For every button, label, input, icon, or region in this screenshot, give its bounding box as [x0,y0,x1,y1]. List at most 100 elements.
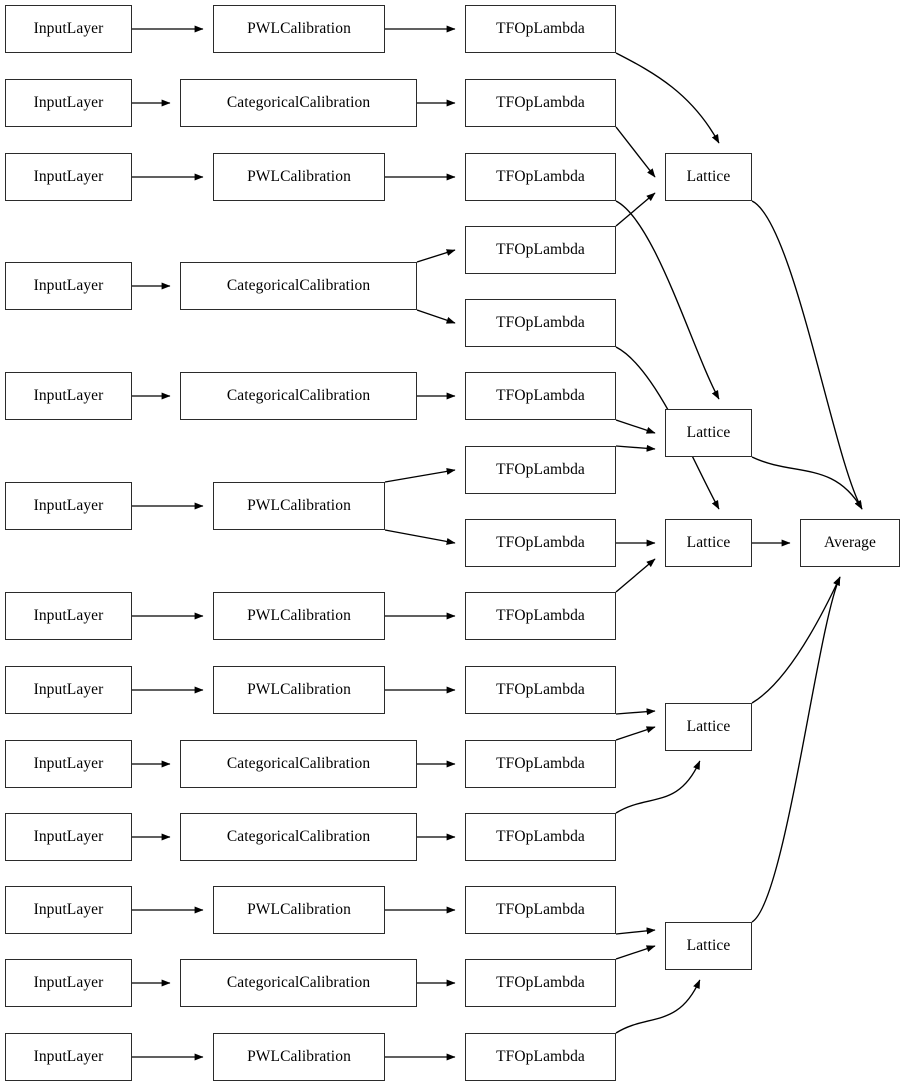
graph-edge-op2-to-lat1 [615,126,656,178]
graph-edge-op13-to-lat5 [615,927,656,935]
graph-node-in11[interactable]: InputLayer [5,886,132,934]
graph-node-label: TFOpLambda [496,20,585,38]
graph-node-cal10[interactable]: CategoricalCalibration [180,813,417,861]
graph-node-lat5[interactable]: Lattice [665,922,752,970]
graph-node-cal4[interactable]: CategoricalCalibration [180,262,417,310]
graph-node-cal7[interactable]: PWLCalibration [213,592,385,640]
graph-node-label: CategoricalCalibration [226,974,371,992]
graph-edge-op11-to-lat4 [615,726,656,741]
graph-node-op9[interactable]: TFOpLambda [465,592,616,640]
graph-node-label: Average [823,534,877,552]
graph-node-cal1[interactable]: PWLCalibration [213,5,385,53]
graph-node-cal9[interactable]: CategoricalCalibration [180,740,417,788]
graph-node-label: TFOpLambda [496,901,585,919]
graph-node-op4[interactable]: TFOpLambda [465,226,616,274]
graph-edge-cal6-to-op7 [384,467,456,483]
graph-node-label: PWLCalibration [247,20,351,38]
graph-node-in2[interactable]: InputLayer [5,79,132,127]
graph-node-label: TFOpLambda [496,681,585,699]
graph-node-label: PWLCalibration [247,168,351,186]
graph-node-op11[interactable]: TFOpLambda [465,740,616,788]
graph-node-label: Lattice [686,168,731,186]
graph-node-label: Lattice [686,424,731,442]
graph-node-op2[interactable]: TFOpLambda [465,79,616,127]
graph-node-in5[interactable]: InputLayer [5,372,132,420]
graph-node-op7[interactable]: TFOpLambda [465,446,616,494]
graph-node-op15[interactable]: TFOpLambda [465,1033,616,1081]
graph-node-label: InputLayer [33,607,104,625]
graph-edge-op6-to-lat2 [615,419,656,434]
graph-edge-op10-to-lat4 [615,708,656,716]
graph-node-label: TFOpLambda [496,607,585,625]
graph-node-label: InputLayer [33,497,104,515]
graph-node-label: TFOpLambda [496,241,585,259]
graph-node-cal13[interactable]: PWLCalibration [213,1033,385,1081]
graph-node-label: TFOpLambda [496,755,585,773]
graph-node-cal5[interactable]: CategoricalCalibration [180,372,417,420]
graph-node-label: CategoricalCalibration [226,94,371,112]
graph-node-label: InputLayer [33,828,104,846]
graph-edge-op1-to-lat1 [615,52,720,144]
graph-node-op1[interactable]: TFOpLambda [465,5,616,53]
graph-node-op14[interactable]: TFOpLambda [465,959,616,1007]
graph-node-label: Lattice [686,937,731,955]
graph-node-cal11[interactable]: PWLCalibration [213,886,385,934]
graph-node-op6[interactable]: TFOpLambda [465,372,616,420]
graph-node-op3[interactable]: TFOpLambda [465,153,616,201]
graph-node-label: InputLayer [33,387,104,405]
graph-node-cal3[interactable]: PWLCalibration [213,153,385,201]
graph-edge-lat1-to-avg [751,200,863,510]
graph-node-op12[interactable]: TFOpLambda [465,813,616,861]
graph-node-in13[interactable]: InputLayer [5,1033,132,1081]
graph-edge-lat5-to-avg [751,576,841,923]
graph-node-label: PWLCalibration [247,607,351,625]
graph-node-op5[interactable]: TFOpLambda [465,299,616,347]
graph-node-lat4[interactable]: Lattice [665,703,752,751]
graph-node-label: TFOpLambda [496,828,585,846]
graph-node-avg[interactable]: Average [800,519,900,567]
graph-node-lat1[interactable]: Lattice [665,153,752,201]
graph-node-label: CategoricalCalibration [226,828,371,846]
graph-node-lat3[interactable]: Lattice [665,519,752,567]
graph-node-op10[interactable]: TFOpLambda [465,666,616,714]
graph-edge-lat2-to-avg [751,456,863,510]
graph-node-label: TFOpLambda [496,534,585,552]
graph-node-label: PWLCalibration [247,1048,351,1066]
graph-node-op13[interactable]: TFOpLambda [465,886,616,934]
graph-node-label: CategoricalCalibration [226,387,371,405]
graph-node-in10[interactable]: InputLayer [5,813,132,861]
graph-node-label: InputLayer [33,168,104,186]
graph-node-in8[interactable]: InputLayer [5,666,132,714]
graph-node-in1[interactable]: InputLayer [5,5,132,53]
graph-node-in3[interactable]: InputLayer [5,153,132,201]
graph-node-label: PWLCalibration [247,681,351,699]
graph-node-label: TFOpLambda [496,94,585,112]
graph-edge-lat4-to-avg [751,576,841,704]
graph-node-cal6[interactable]: PWLCalibration [213,482,385,530]
graph-edge-op9-to-lat3 [615,558,656,593]
graph-node-cal12[interactable]: CategoricalCalibration [180,959,417,1007]
graph-node-cal2[interactable]: CategoricalCalibration [180,79,417,127]
graph-node-in12[interactable]: InputLayer [5,959,132,1007]
graph-node-in6[interactable]: InputLayer [5,482,132,530]
graph-node-label: InputLayer [33,755,104,773]
graph-edge-cal6-to-op8 [384,529,456,545]
graph-node-label: InputLayer [33,681,104,699]
graph-edge-op4-to-lat1 [615,192,656,227]
graph-node-label: Lattice [686,534,731,552]
graph-node-label: PWLCalibration [247,901,351,919]
graph-edge-cal4-to-op5 [416,309,456,324]
graph-node-in7[interactable]: InputLayer [5,592,132,640]
graph-node-label: TFOpLambda [496,387,585,405]
graph-node-cal8[interactable]: PWLCalibration [213,666,385,714]
graph-node-label: TFOpLambda [496,974,585,992]
graph-edge-cal4-to-op4 [416,249,456,263]
graph-node-op8[interactable]: TFOpLambda [465,519,616,567]
graph-node-in4[interactable]: InputLayer [5,262,132,310]
graph-node-label: InputLayer [33,974,104,992]
graph-node-label: InputLayer [33,94,104,112]
graph-node-lat2[interactable]: Lattice [665,409,752,457]
graph-node-in9[interactable]: InputLayer [5,740,132,788]
graph-node-label: Lattice [686,718,731,736]
